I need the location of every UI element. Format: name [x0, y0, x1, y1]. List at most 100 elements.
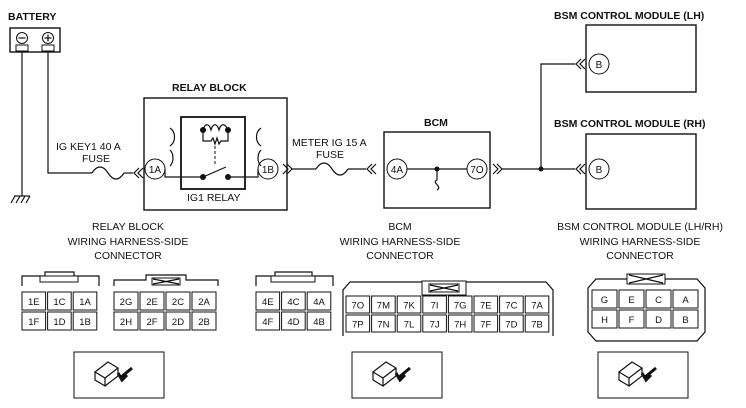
connector-pin-cell [281, 291, 306, 311]
terminal-bsm-rh-b [588, 158, 610, 180]
connector-pin-label: 4F [262, 317, 273, 328]
connector-arrow-icon [366, 163, 377, 175]
connector-pin-cell [447, 295, 473, 314]
connector-pin-label: 7P [352, 320, 364, 331]
connector-pin-label: A [682, 295, 689, 306]
meter-ig-fuse-label: METER IG 15 A [292, 137, 367, 149]
battery-positive-wire [47, 52, 92, 174]
connector-pin-label: 7N [377, 320, 389, 331]
connector-pin-label: 7O [351, 301, 364, 312]
connector-pin-cell [47, 291, 72, 311]
ig-key1-fuse-label: IG KEY1 40 A [56, 141, 121, 153]
connector-pin-label: 2G [120, 297, 133, 308]
connector-pin-label: 1D [53, 317, 65, 328]
connector-pin-label: 7A [531, 301, 543, 312]
relay-connector-title-2: WIRING HARNESS-SIDE [68, 236, 189, 248]
bsm-lh-label: BSM CONTROL MODULE (LH) [554, 10, 704, 22]
connector-pin-label: G [601, 295, 608, 306]
connector-pin-cell [47, 311, 72, 331]
ig1-relay-label: IG1 RELAY [187, 192, 241, 204]
terminal-1a-label: 1A [149, 165, 162, 176]
connector-view-icon [351, 351, 443, 399]
bcm-internal-ground-icon [434, 169, 440, 191]
connector-pin-cell [255, 311, 281, 331]
connector-pin-cell [281, 311, 306, 331]
connector-pin-cell [645, 289, 672, 309]
connector-pin-label: 1C [53, 297, 65, 308]
connector-pin-label: 7H [454, 320, 466, 331]
connector-pin-label: 7D [505, 320, 517, 331]
connector-pin-label: 1A [79, 297, 91, 308]
connector-pin-cell [396, 314, 422, 333]
connector-pin-cell [113, 291, 139, 311]
relay-connector-1-shell [21, 271, 100, 286]
bcm-label: BCM [424, 117, 448, 129]
connector-pin-label: 7E [480, 301, 492, 312]
connector-pin-cell [72, 291, 98, 311]
ground-icon [10, 195, 31, 204]
connector-pin-cell [473, 295, 499, 314]
connector-pin-label: 2B [198, 317, 210, 328]
bcm-connector-title-1: BCM [388, 221, 411, 233]
connector-pin-cell [422, 295, 447, 314]
bcm-connector-4-shell [255, 271, 334, 286]
connector-pin-cell [422, 314, 447, 333]
connector-pin-label: 2C [172, 297, 184, 308]
connector-pin-cell [618, 289, 645, 309]
connector-pin-cell [191, 291, 217, 311]
connector-pin-cell [524, 314, 550, 333]
connector-pin-cell [165, 291, 191, 311]
ig-key1-fuse-icon [91, 166, 125, 180]
meter-ig-fuse-icon [315, 162, 349, 176]
connector-pin-label: 1F [28, 317, 39, 328]
connector-pin-cell [672, 289, 699, 309]
connector-pin-label: 7G [454, 301, 467, 312]
ig-key1-fuse-label-2: FUSE [82, 153, 110, 165]
connector-pin-label: 2F [146, 317, 157, 328]
bsm-connector-shell [587, 273, 706, 342]
connector-arrow-icon [492, 163, 503, 175]
bsm-connector-title-1: BSM CONTROL MODULE (LH/RH) [557, 221, 723, 233]
connector-pin-cell [165, 311, 191, 331]
connector-pin-label: 1E [28, 297, 40, 308]
connector-arrow-icon [575, 58, 586, 70]
connector-pin-cell [306, 291, 332, 311]
terminal-7o-label: 7O [470, 165, 484, 176]
connector-pin-cell [499, 314, 524, 333]
connector-pin-label: 7K [403, 301, 415, 312]
connector-pin-label: 7C [505, 301, 517, 312]
connector-pin-label: D [655, 315, 662, 326]
connector-view-icon [73, 351, 165, 399]
connector-view-icon [597, 351, 689, 399]
terminal-4a-label: 4A [391, 165, 404, 176]
connector-pin-label: 2A [198, 297, 210, 308]
connector-pin-cell [371, 295, 396, 314]
battery-label: BATTERY [8, 11, 56, 23]
connector-pin-cell [591, 309, 618, 329]
connector-pin-cell [21, 311, 47, 331]
connector-pin-label: E [628, 295, 634, 306]
connector-pin-label: 4C [287, 297, 299, 308]
terminal-bsm-lh-b-label: B [596, 60, 603, 71]
connector-pin-cell [113, 311, 139, 331]
connector-pin-label: 4E [262, 297, 274, 308]
connector-arrow-icon [575, 163, 586, 175]
connector-pin-label: 4B [313, 317, 325, 328]
terminal-bsm-rh-b-label: B [596, 165, 603, 176]
connector-pin-label: C [655, 295, 662, 306]
bcm-connector-title-2: WIRING HARNESS-SIDE [340, 236, 461, 248]
connector-pin-label: H [601, 315, 608, 326]
connector-pin-cell [591, 289, 618, 309]
connector-pin-cell [139, 311, 165, 331]
bsm-lh-wire [540, 63, 575, 169]
bsm-rh-label: BSM CONTROL MODULE (RH) [554, 118, 705, 130]
connector-pin-label: 4A [313, 297, 325, 308]
connector-arrow-icon [133, 167, 144, 179]
connector-pin-cell [645, 309, 672, 329]
relay-block-label: RELAY BLOCK [172, 82, 247, 94]
connector-pin-label: 7F [480, 320, 491, 331]
connector-pin-cell [499, 295, 524, 314]
bsm-connector-title-3: CONNECTOR [606, 250, 674, 262]
connector-pin-label: 2H [120, 317, 132, 328]
connector-pin-cell [255, 291, 281, 311]
